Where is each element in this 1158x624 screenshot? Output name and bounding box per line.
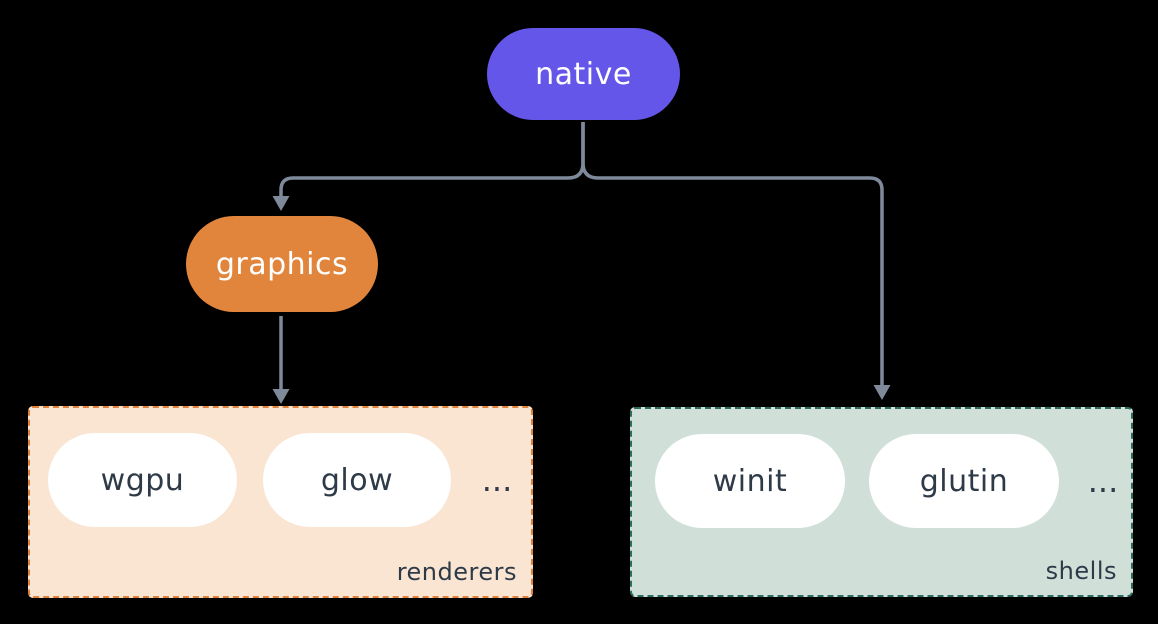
- arrowhead-icon: [873, 385, 891, 400]
- node-winit-label: winit: [712, 463, 788, 499]
- node-glow: glow: [263, 433, 451, 527]
- renderers-group-label: renderers: [396, 558, 517, 586]
- edge-native-to-shells: [581, 122, 884, 386]
- node-graphics-label: graphics: [215, 246, 349, 282]
- renderers-ellipsis: ...: [481, 461, 513, 499]
- node-winit: winit: [655, 434, 845, 528]
- shells-group-label: shells: [1045, 557, 1117, 585]
- arrowhead-icon: [272, 196, 290, 211]
- shells-ellipsis: ...: [1087, 462, 1119, 500]
- node-glutin-label: glutin: [919, 463, 1009, 499]
- group-renderers: wgpu glow ... renderers: [28, 406, 533, 598]
- node-wgpu: wgpu: [48, 433, 237, 527]
- node-native: native: [487, 28, 680, 120]
- node-graphics: graphics: [186, 216, 378, 312]
- node-native-label: native: [535, 56, 632, 92]
- group-shells: winit glutin ... shells: [630, 407, 1133, 597]
- edge-native-to-graphics: [279, 122, 585, 197]
- node-wgpu-label: wgpu: [100, 462, 185, 498]
- node-glow-label: glow: [320, 462, 394, 498]
- arrowhead-icon: [272, 389, 290, 404]
- node-glutin: glutin: [869, 434, 1059, 528]
